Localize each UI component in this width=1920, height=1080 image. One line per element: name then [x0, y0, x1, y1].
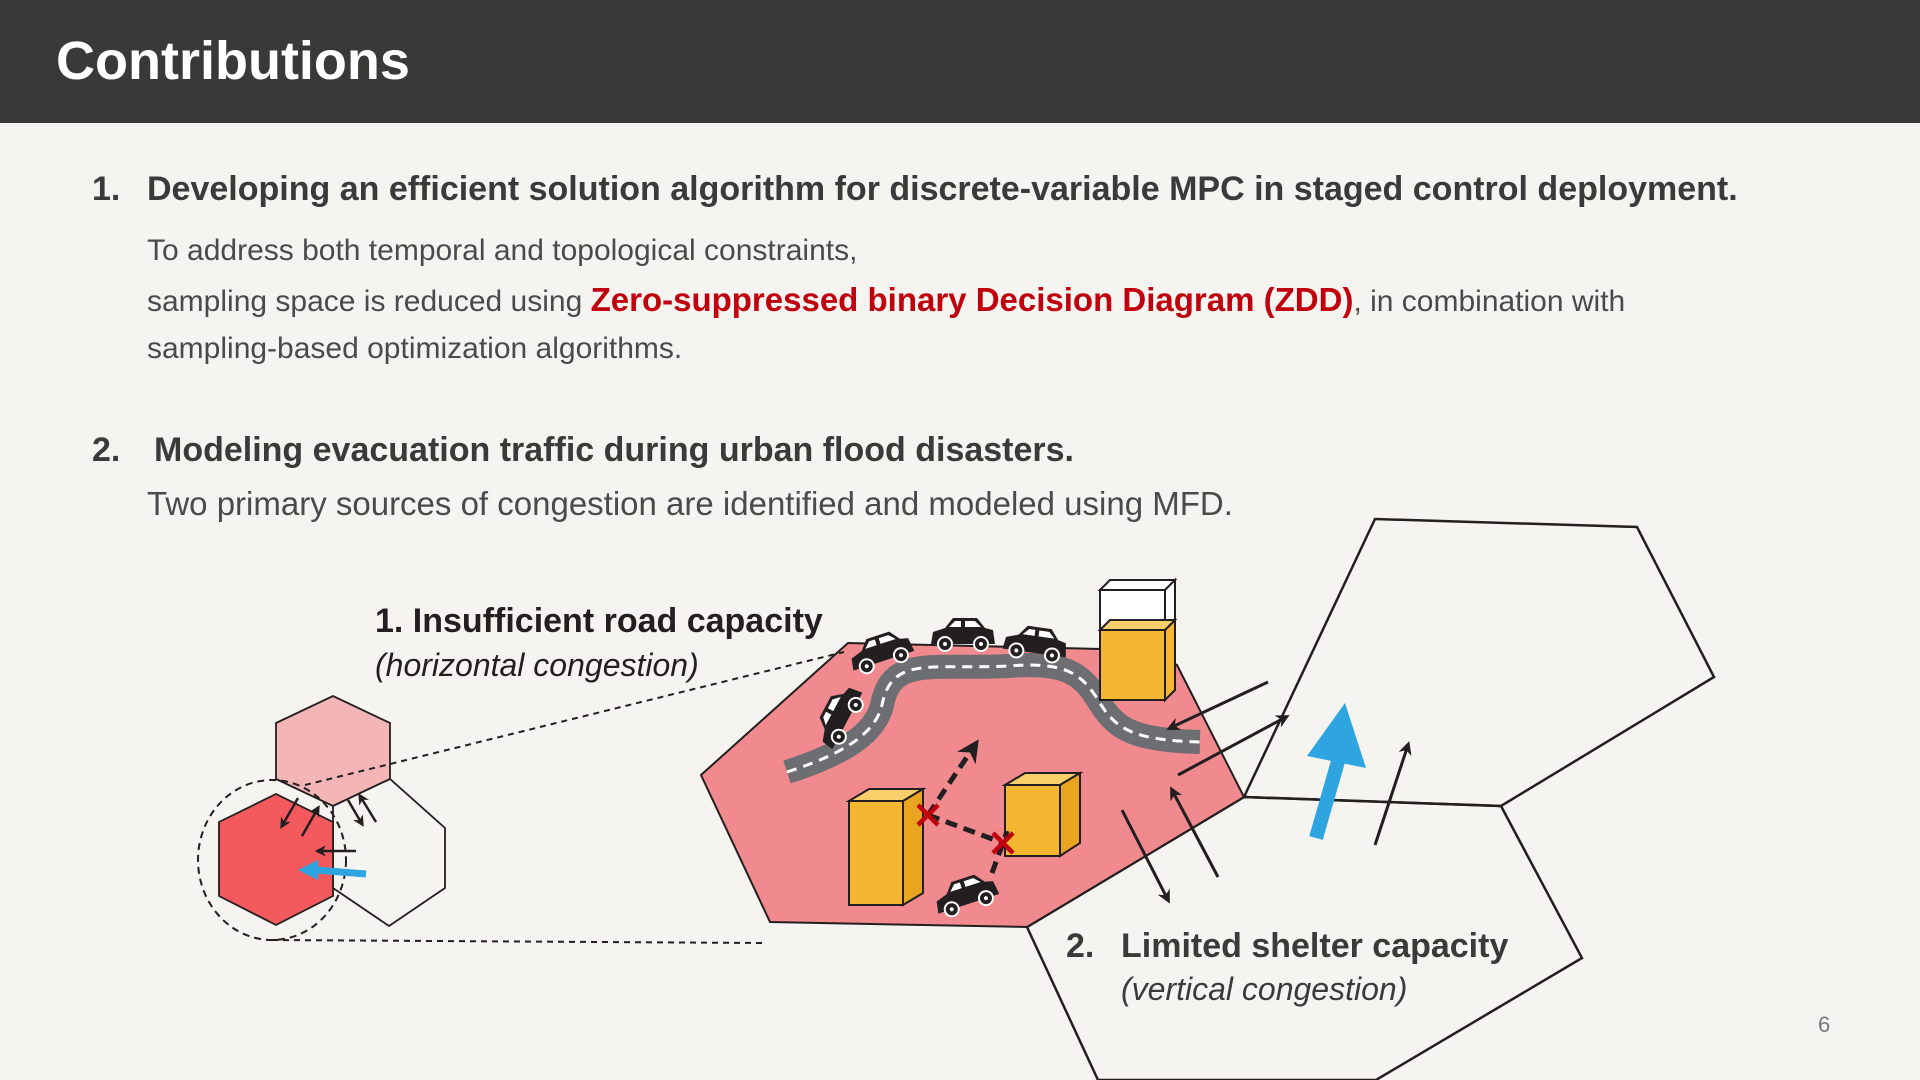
label-horizontal-congestion: (horizontal congestion)	[375, 645, 699, 685]
shelter-right-icon	[1005, 773, 1080, 856]
shelter-left-icon	[849, 789, 923, 905]
label-road-capacity: 1. Insufficient road capacity	[375, 600, 823, 642]
evacuation-arrow-icon	[1307, 703, 1366, 838]
label-shelter-capacity: Limited shelter capacity	[1121, 925, 1508, 967]
page-number: 6	[1818, 1012, 1830, 1038]
label-vertical-congestion: (vertical congestion)	[1121, 969, 1407, 1009]
label-2-number: 2.	[1066, 925, 1094, 967]
neighbor-zone-upper	[1244, 519, 1714, 806]
hex-cluster	[198, 696, 445, 940]
shelter-top-icon	[1100, 580, 1175, 700]
